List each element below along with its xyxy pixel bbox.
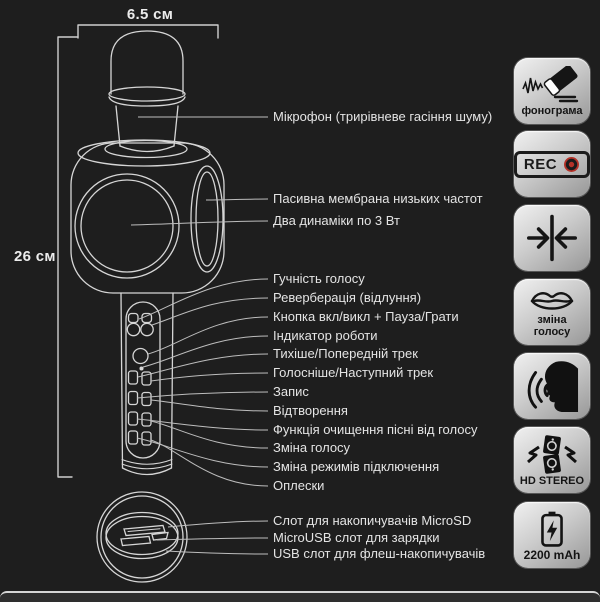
callout-label: Оплески (273, 478, 325, 493)
microphone-outline (70, 30, 225, 583)
callout-lines (130, 116, 269, 555)
dimension-brackets (57, 24, 219, 478)
badge-hd-stereo-label: HD STEREO (519, 474, 585, 487)
callout-label: Гучність голосу (273, 271, 365, 286)
section-divider (0, 591, 600, 602)
badge-hd-stereo: HD STEREO (514, 427, 590, 493)
callout-label: Два динаміки по 3 Вт (273, 213, 400, 228)
stereo-speakers-icon (527, 434, 577, 474)
speaking-head-icon (527, 361, 579, 413)
callout-label: Тихіше/Попередній трек (273, 346, 418, 361)
volume-knob (127, 312, 139, 324)
badge-battery: 2200 mAh (514, 502, 590, 568)
lips-icon (530, 291, 574, 310)
callout-label: Реверберація (відлуння) (273, 290, 422, 305)
badge-voice-change: зміна голосу (514, 279, 590, 345)
led-indicator-drawing (139, 366, 144, 371)
callout-label: Голосніше/Наступний трек (273, 365, 434, 380)
microusb-port-drawing (151, 531, 169, 541)
callout-label: Запис (273, 384, 309, 399)
mic-head (108, 30, 186, 153)
callout-label: Функція очищення пісні від голосу (273, 422, 478, 437)
badge-noise-suppression (514, 205, 590, 271)
callout-label: MicroUSB слот для зарядки (273, 530, 440, 545)
battery-icon (541, 511, 563, 547)
badge-voice (514, 353, 590, 419)
callout-label: USB слот для флеш-накопичувачів (273, 546, 486, 561)
width-dimension-label: 6.5 см (126, 6, 174, 23)
base-ports-detail (96, 491, 188, 583)
callout-label: Зміна режимів підключення (273, 459, 440, 474)
height-dimension-label: 26 см (14, 248, 56, 265)
badge-rec: REC (513, 131, 591, 197)
rec-icon: REC (513, 150, 591, 178)
microsd-slot-drawing (120, 535, 152, 547)
mic-body (70, 139, 225, 294)
callout-label: Індикатор роботи (273, 328, 378, 343)
callout-label: Пасивна мембрана низьких частот (273, 191, 483, 206)
callout-label: Зміна голосу (273, 440, 351, 455)
badge-phonogram: фонограма (514, 58, 590, 124)
record-dot-icon (564, 156, 580, 172)
callout-label: Відтворення (273, 403, 348, 418)
badge-phonogram-label: фонограма (521, 104, 583, 117)
callout-label: Кнопка вкл/викл + Пауза/Грати (273, 309, 459, 324)
callout-label: Мікрофон (трирівневе гасіння шуму) (273, 109, 493, 124)
eraser-waveform-icon (522, 65, 579, 102)
compress-arrows-icon (527, 214, 577, 262)
usb-port-drawing (123, 524, 166, 537)
mic-handle (120, 292, 174, 476)
rec-label: REC (523, 155, 558, 173)
badge-battery-label: 2200 mAh (523, 547, 581, 562)
badge-voice-change-label: зміна голосу (533, 313, 571, 338)
callout-label: Слот для накопичувачів MicroSD (273, 513, 472, 528)
power-button-drawing (132, 347, 149, 365)
